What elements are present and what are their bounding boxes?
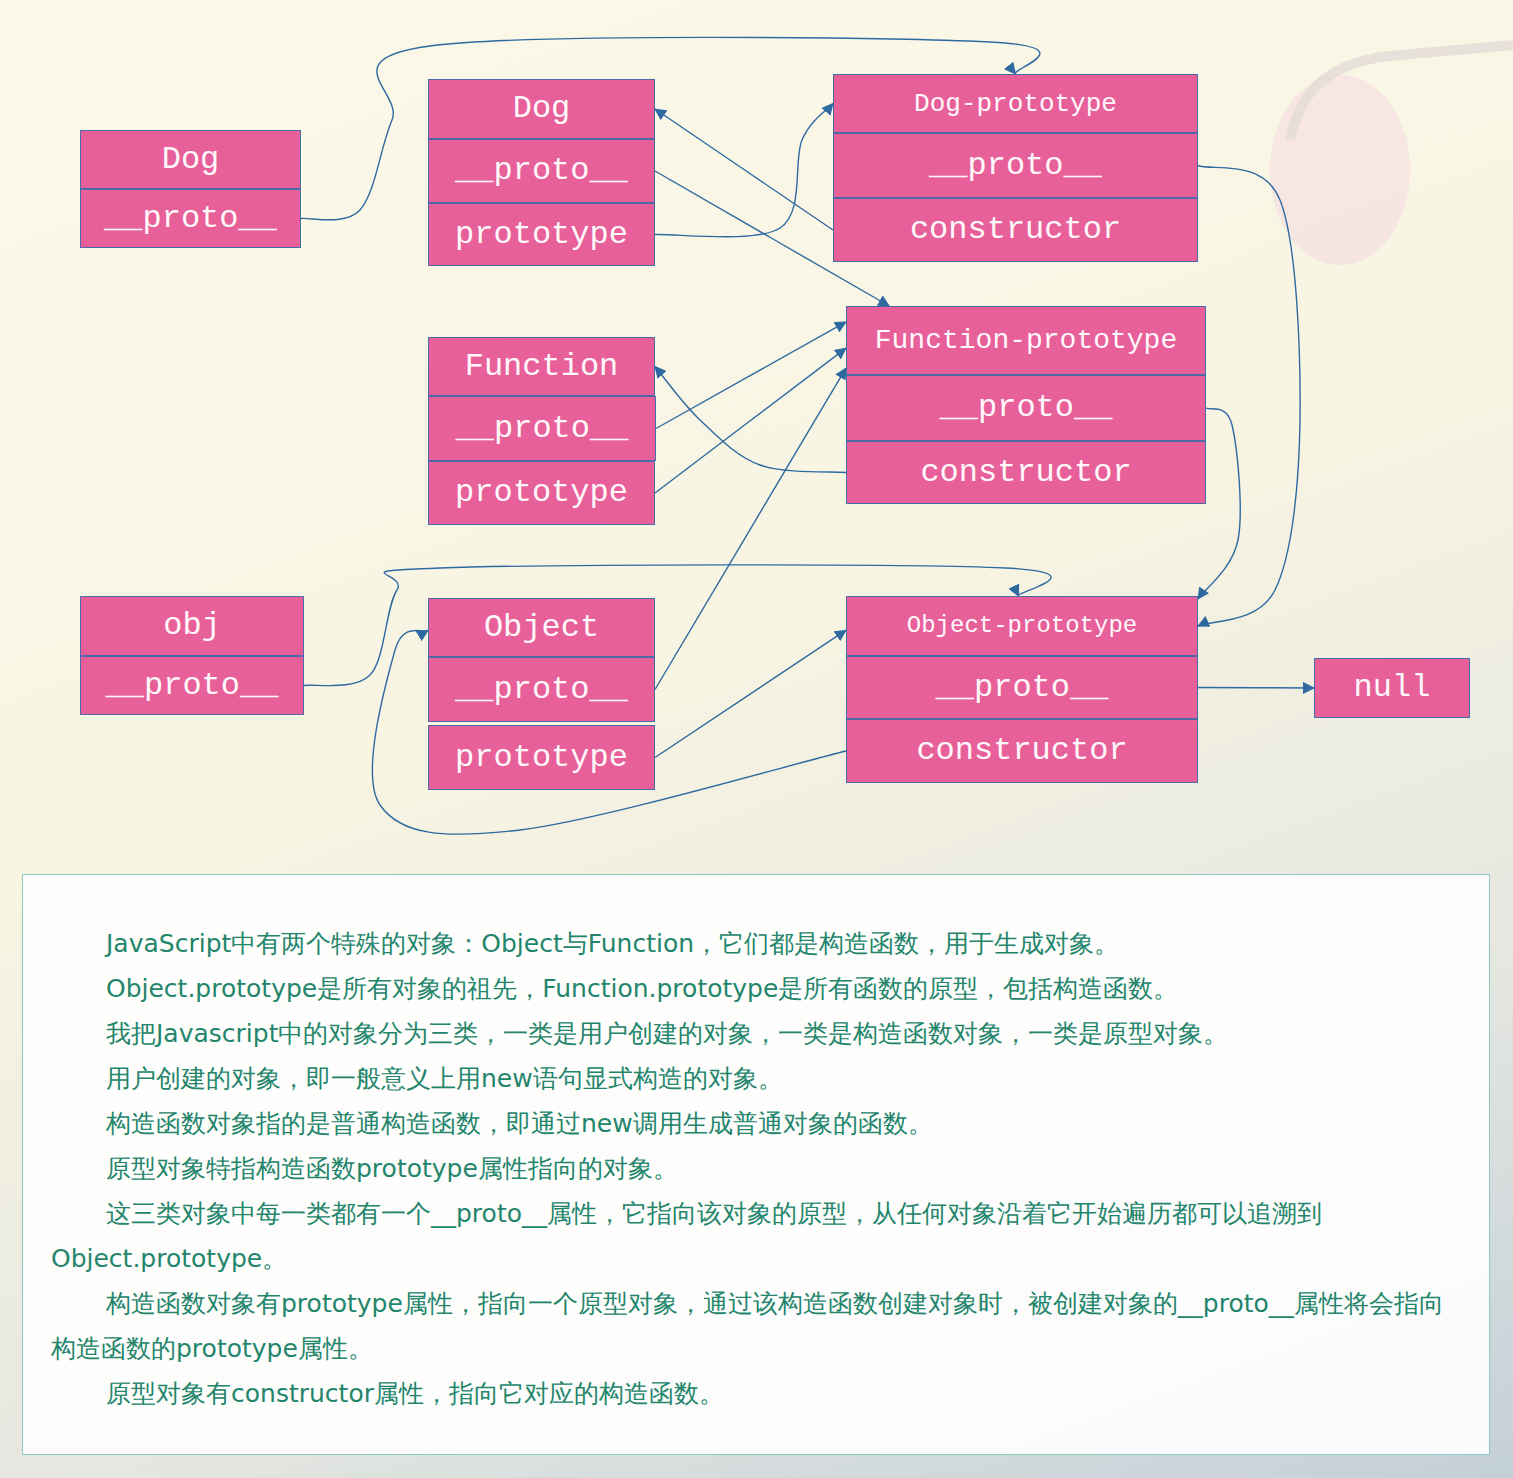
object-cell: prototype [428,725,655,790]
object-cell: Dog-prototype [833,74,1198,133]
object-cell: __proto__ [833,133,1198,198]
object-cell: __proto__ [428,139,655,203]
cell-label: Dog [513,93,571,125]
cell-label: __proto__ [936,672,1109,704]
object-cell: prototype [428,461,655,525]
object-cell: __proto__ [80,189,301,248]
prototype-link [655,104,833,237]
object-cell: null [1314,658,1470,718]
cell-label: __proto__ [106,670,279,702]
object-cell: constructor [846,719,1198,783]
cell-label: __proto__ [940,392,1113,424]
object-cell: __proto__ [846,656,1198,719]
cell-label: __proto__ [455,155,628,187]
object-cell: constructor [833,198,1198,262]
cell-label: Function [465,351,619,383]
cell-label: obj [163,610,221,642]
cell-label: prototype [455,477,628,509]
prototype-link [655,368,846,689]
prototype-link [372,630,846,834]
paragraph: 构造函数对象有prototype属性，指向一个原型对象，通过该构造函数创建对象时… [51,1281,1459,1371]
cell-label: Dog-prototype [914,91,1117,117]
petal [1270,75,1410,265]
object-cell: __proto__ [80,656,304,715]
object-cell: obj [80,596,304,656]
cell-label: __proto__ [455,674,628,706]
cell-label: __proto__ [104,203,277,235]
object-cell: Dog [80,130,301,189]
object-cell: prototype [428,203,655,266]
prototype-link [655,630,846,757]
paragraph: Object.prototype是所有对象的祖先，Function.protot… [51,966,1459,1011]
cell-label: constructor [910,214,1121,246]
cell-label: null [1354,672,1431,704]
cell-label: Dog [162,144,220,176]
cell-label: prototype [455,219,628,251]
prototype-link [1198,687,1314,689]
object-cell: Object [428,598,655,657]
object-cell: __proto__ [428,657,655,722]
prototype-link [656,322,846,429]
paragraph: JavaScript中有两个特殊的对象：Object与Function，它们都是… [51,921,1459,966]
cell-label: prototype [455,742,628,774]
cell-label: Object-prototype [907,614,1137,638]
paragraph: 原型对象有constructor属性，指向它对应的构造函数。 [51,1371,1459,1416]
prototype-link [655,109,833,230]
object-cell: Object-prototype [846,596,1198,656]
paragraph: 我把Javascript中的对象分为三类，一类是用户创建的对象，一类是构造函数对… [51,1011,1459,1056]
prototype-link [1198,166,1300,627]
cell-label: __proto__ [929,150,1102,182]
stem [1290,45,1513,140]
object-cell: __proto__ [846,375,1206,441]
object-cell: __proto__ [428,396,656,461]
object-cell: constructor [846,441,1206,504]
paragraph: 原型对象特指构造函数prototype属性指向的对象。 [51,1146,1459,1191]
prototype-link [655,367,846,473]
cell-label: __proto__ [456,413,629,445]
object-cell: Function-prototype [846,306,1206,375]
paragraph: 用户创建的对象，即一般意义上用new语句显式构造的对象。 [51,1056,1459,1101]
cell-label: constructor [920,457,1131,489]
cell-label: Object [484,612,599,644]
cell-label: Function-prototype [875,327,1177,355]
object-cell: Function [428,337,655,396]
prototype-link [655,348,846,493]
object-cell: Dog [428,79,655,139]
text-panel: JavaScript中有两个特殊的对象：Object与Function，它们都是… [22,874,1490,1455]
paragraph: 这三类对象中每一类都有一个__proto__属性，它指向该对象的原型，从任何对象… [51,1191,1459,1281]
cell-label: constructor [916,735,1127,767]
paragraph: 构造函数对象指的是普通构造函数，即通过new调用生成普通对象的函数。 [51,1101,1459,1146]
